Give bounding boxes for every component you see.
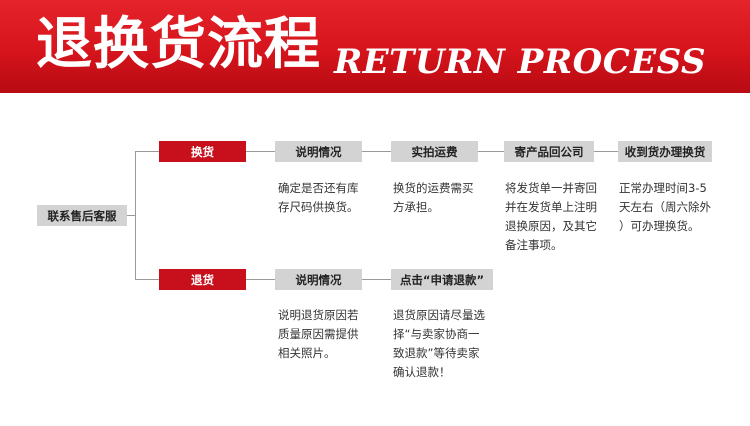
refund-label-box: 退货 xyxy=(159,269,246,290)
connector-refund-row xyxy=(246,279,493,280)
exchange-step-2-desc: 换货的运费需买 方承担。 xyxy=(393,181,474,214)
exchange-label-box: 换货 xyxy=(159,141,246,162)
page-title: 退换货流程 xyxy=(36,12,321,77)
refund-step-1-box: 说明情况 xyxy=(275,269,362,290)
connector-start xyxy=(127,215,136,216)
exchange-step-4-desc: 正常办理时间3-5 天左右（周六除外 ）可办理换货。 xyxy=(619,181,711,233)
page-title-english: RETURN PROCESS xyxy=(334,42,707,82)
exchange-step-3-desc: 将发货单一并寄回 并在发货单上注明 退换原因，及其它 备注事项。 xyxy=(505,181,597,252)
header-banner: 退换货流程 RETURN PROCESS xyxy=(0,0,750,93)
connector-exchange xyxy=(135,151,159,152)
refund-step-2-desc: 退货原因请尽量选 择“与卖家协商一 致退款”等待卖家 确认退款！ xyxy=(393,308,485,379)
connector-trunk xyxy=(135,151,136,279)
exchange-step-1-box: 说明情况 xyxy=(275,141,362,162)
exchange-step-4-box: 收到货办理换货 xyxy=(618,141,712,162)
refund-step-1-desc: 说明退货原因若 质量原因需提供 相关照片。 xyxy=(278,308,359,360)
exchange-step-2-box: 实拍运费 xyxy=(391,141,478,162)
refund-step-2-box: 点击“申请退款” xyxy=(391,269,493,290)
connector-refund xyxy=(135,279,159,280)
exchange-step-1-desc: 确定是否还有库 存尺码供换货。 xyxy=(278,181,359,214)
contact-service-box: 联系售后客服 xyxy=(37,205,127,226)
connector-exchange-row xyxy=(246,151,712,152)
exchange-step-3-box: 寄产品回公司 xyxy=(504,141,594,162)
